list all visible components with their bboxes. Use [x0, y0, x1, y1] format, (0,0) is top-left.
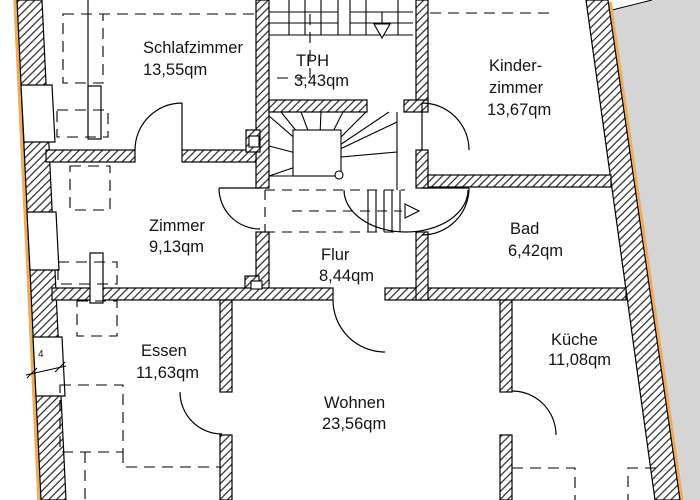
room-name: Zimmer: [149, 217, 205, 235]
dimension-marker: [25, 361, 67, 379]
label-schlafzimmer: Schlafzimmer 13,55qm: [143, 39, 243, 79]
door-zimmer: [218, 187, 261, 230]
stair-run-dashed: [264, 189, 421, 233]
label-kueche: Küche 11,08qm: [548, 331, 611, 369]
doors: [134, 102, 557, 436]
room-area: 11,08qm: [548, 351, 611, 369]
room-area: 13,55qm: [143, 61, 207, 79]
niche-outline-window1: [56, 109, 109, 138]
room-name: Kinder-: [489, 57, 542, 75]
winder-stair-newel-post: [334, 170, 344, 180]
stair-down-arrow: [373, 23, 391, 40]
facade-line-right: [608, 1, 684, 500]
facade-lines: [13, 0, 684, 500]
kitchen-counter-2: [627, 467, 656, 500]
label-bad: Bad 6,42qm: [508, 220, 563, 260]
room-area: 13,67qm: [487, 101, 551, 119]
room-area: 3,43qm: [294, 72, 349, 90]
door-essen: [179, 391, 223, 435]
stairs-upper-flights: [269, 0, 413, 40]
label-zimmer: Zimmer 9,13qm: [149, 217, 205, 256]
window-schlafzimmer: [20, 84, 56, 143]
outer-wall-right: [585, 0, 681, 500]
wall-schlafzimmer-a: [45, 149, 136, 163]
door-wohnen: [332, 299, 386, 353]
ducts: [248, 135, 263, 290]
furniture-essen-1: [76, 300, 118, 337]
room-name: Schlafzimmer: [143, 39, 243, 57]
door-kueche: [511, 390, 557, 436]
wall-kinderzimmer-bad: [427, 174, 612, 188]
radiator-zimmer: [89, 252, 104, 304]
duct-upper: [248, 135, 260, 148]
winder-stair: [268, 111, 398, 190]
dashed-roof-lines: [56, 12, 656, 500]
stair-direction-arrow: [404, 203, 421, 219]
opening-flur-arch: [343, 189, 469, 233]
room-labels: Schlafzimmer 13,55qm TPH 3,43qm Kinder- …: [38, 39, 611, 433]
room-name: Bad: [510, 220, 539, 238]
label-essen: Essen 11,63qm: [136, 342, 199, 382]
room-name: Wohnen: [324, 394, 385, 412]
radiator-schlafzimmer: [87, 85, 102, 140]
winder-stair-newel-box: [292, 129, 342, 177]
facade-line-left: [13, 0, 41, 500]
room-area: 11,63qm: [136, 364, 199, 382]
label-flur: Flur 8,44qm: [319, 246, 374, 285]
wall-schlafzimmer-b: [181, 149, 257, 163]
label-wohnen: Wohnen 23,56qm: [322, 394, 386, 433]
label-tph: TPH 3,43qm: [294, 52, 349, 90]
label-kinderzimmer: Kinder- zimmer 13,67qm: [487, 57, 551, 119]
windows: [20, 84, 104, 397]
wall-wohnen-kueche-bottom: [499, 434, 513, 500]
room-area: 9,13qm: [149, 238, 204, 256]
room-area: 6,42qm: [508, 242, 563, 260]
wall-bad-left-bottom: [415, 231, 429, 301]
duct-lower: [250, 280, 263, 290]
wall-essen-wohnen-bottom: [219, 434, 233, 500]
door-bad: [421, 187, 470, 236]
wall-essen-wohnen-top: [219, 299, 233, 393]
dormer-outline-topleft: [62, 13, 104, 84]
furniture-zimmer-2: [57, 261, 118, 285]
window-essen: [32, 336, 66, 397]
room-name: Küche: [551, 331, 598, 349]
outside-area: [612, 0, 700, 500]
wall-tph-bottom: [268, 99, 368, 113]
room-area: 8,44qm: [319, 267, 374, 285]
furniture-zimmer-1: [69, 165, 111, 211]
kitchen-counter-1: [512, 467, 576, 500]
wall-tph-bottom-stub: [403, 99, 429, 113]
wall-wohnen-kueche-top: [499, 299, 513, 393]
wall-stairwell-right: [415, 0, 429, 104]
wall-stairwell-left: [255, 0, 270, 189]
door-schlafzimmer: [134, 102, 183, 151]
room-area: 23,56qm: [322, 415, 386, 433]
room-name: TPH: [296, 52, 329, 70]
window-zimmer: [26, 211, 60, 271]
door-kinderzimmer: [421, 102, 470, 151]
room-name: Flur: [321, 246, 350, 264]
wall-mid-left: [51, 287, 334, 301]
furniture-essen-2: [59, 384, 124, 453]
room-name: Essen: [141, 342, 187, 360]
room-name-2: zimmer: [489, 79, 544, 97]
dimension-label: 4: [38, 349, 44, 360]
wall-bad-left-top: [415, 149, 429, 189]
